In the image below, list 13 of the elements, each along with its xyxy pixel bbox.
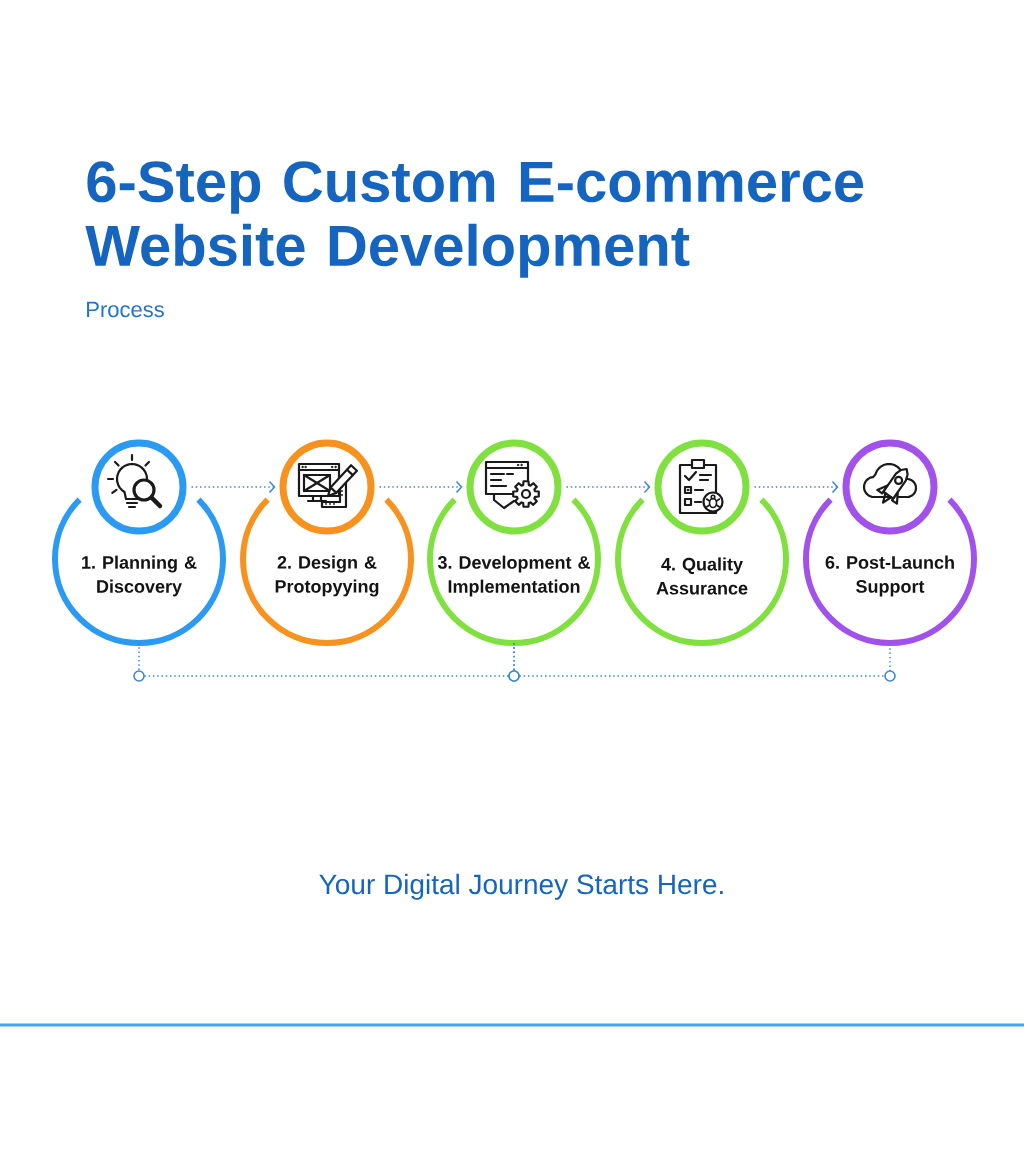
step-ring: 3. Development & Implementation [427, 497, 601, 646]
step-ring: 4. Quality Assurance [615, 497, 789, 646]
title: 6-Step Custom E-commerce Website Development [85, 161, 864, 278]
step-ring: 1. Planning & Discovery [52, 497, 226, 646]
step-ring: 2. Design & Protopyying [240, 497, 414, 646]
arrow [753, 480, 839, 494]
tagline: Your Digital Journey Starts Here. [319, 873, 723, 900]
subtitle: Process [87, 301, 164, 318]
arrow [378, 480, 463, 494]
arrow [565, 480, 651, 494]
step-ring: 6. Post-Launch Support [803, 497, 977, 646]
connector-line [508, 642, 896, 682]
arrow [190, 480, 276, 494]
